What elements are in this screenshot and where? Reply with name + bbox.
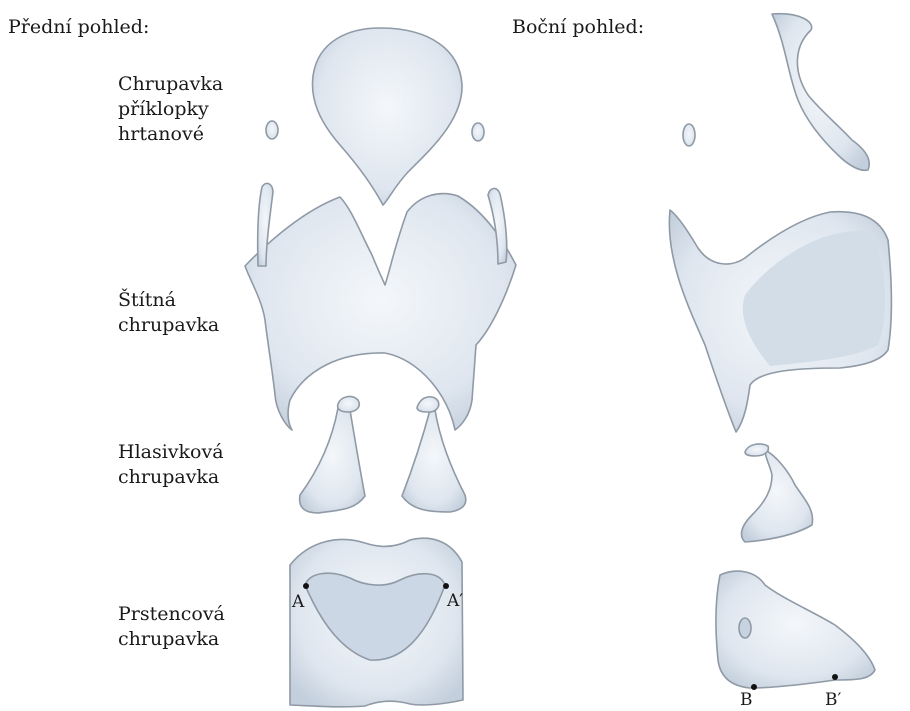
front-corniculate-right (417, 397, 439, 412)
front-epiglottis (312, 28, 462, 205)
point-a-dot (303, 583, 309, 589)
side-arytenoid (741, 450, 812, 542)
side-small-cartilage (683, 124, 695, 146)
side-view-title: Boční pohled: (512, 15, 644, 40)
side-epiglottis (772, 14, 869, 171)
front-view-title: Přední pohled: (8, 15, 149, 40)
point-a-prime-dot (443, 583, 449, 589)
label-arytenoid-cartilage: Hlasivková chrupavka (118, 440, 224, 490)
front-small-cartilage-right (472, 123, 484, 141)
point-b-prime-dot (832, 674, 838, 680)
side-corniculate (745, 444, 768, 456)
front-arytenoid-left (300, 408, 365, 513)
point-a-label: A (292, 592, 304, 612)
point-b-label: B (740, 690, 753, 710)
front-small-cartilage-left (266, 121, 278, 139)
label-thyroid-cartilage: Štítná chrupavka (118, 288, 219, 338)
point-b-prime-label: B′ (825, 690, 841, 710)
side-cricoid-facet (739, 618, 751, 638)
label-epiglottic-cartilage: Chrupavka příklopky hrtanové (118, 72, 223, 147)
front-corniculate-left (338, 397, 360, 412)
label-cricoid-cartilage: Prstencová chrupavka (118, 602, 225, 652)
point-a-prime-label: A′ (447, 591, 463, 611)
front-thyroid (245, 194, 516, 430)
